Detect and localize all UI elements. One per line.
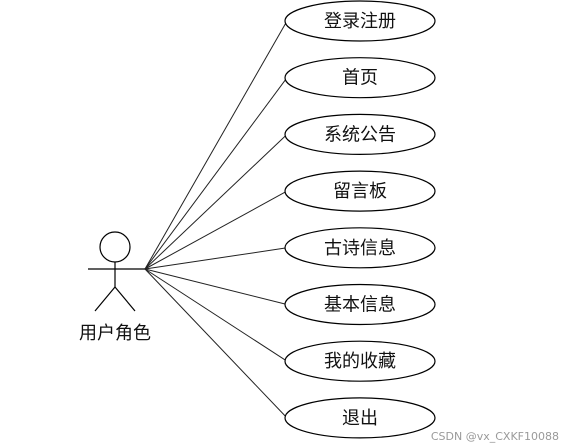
actor-user-role: 用户角色 (79, 231, 151, 344)
use-case-label: 首页 (342, 68, 378, 89)
use-case-label: 古诗信息 (324, 238, 396, 259)
use-case-ellipse (284, 170, 436, 212)
association-line (144, 247, 288, 270)
actor-head (99, 231, 131, 263)
use-case: 我的收藏 (284, 340, 436, 382)
use-case: 退出 (284, 397, 436, 439)
association-lines (144, 20, 288, 419)
use-case-label: 我的收藏 (324, 351, 396, 372)
use-case: 首页 (284, 57, 436, 99)
use-case-ellipse (284, 340, 436, 382)
use-case: 古诗信息 (284, 227, 436, 269)
use-case: 基本信息 (284, 283, 436, 326)
use-case-label: 系统公告 (324, 124, 396, 145)
use-case-ellipse (284, 227, 436, 269)
association-line (144, 20, 288, 270)
association-line (144, 268, 288, 419)
association-line (144, 77, 288, 270)
association-line (144, 268, 288, 305)
use-case-ellipse (284, 113, 436, 155)
use-case-label: 基本信息 (324, 295, 396, 316)
use-case-label: 留言板 (333, 181, 387, 202)
association-line (144, 190, 288, 270)
association-line (144, 268, 288, 362)
use-case-ellipse (284, 397, 436, 439)
use-case: 系统公告 (284, 113, 436, 155)
use-case: 登录注册 (284, 0, 436, 42)
actor-label: 用户角色 (79, 323, 151, 344)
use-case-label: 退出 (342, 408, 378, 429)
use-case: 留言板 (284, 170, 436, 212)
use-case-label: 登录注册 (324, 11, 396, 32)
use-case-ellipse (284, 283, 436, 326)
actor-left-leg (94, 286, 116, 312)
watermark: CSDN @vx_CXKF10088 (430, 430, 559, 443)
actor-right-leg (114, 286, 136, 312)
use-case-ellipse (284, 0, 436, 42)
association-line (144, 134, 288, 270)
use-case-ellipse (284, 57, 436, 99)
